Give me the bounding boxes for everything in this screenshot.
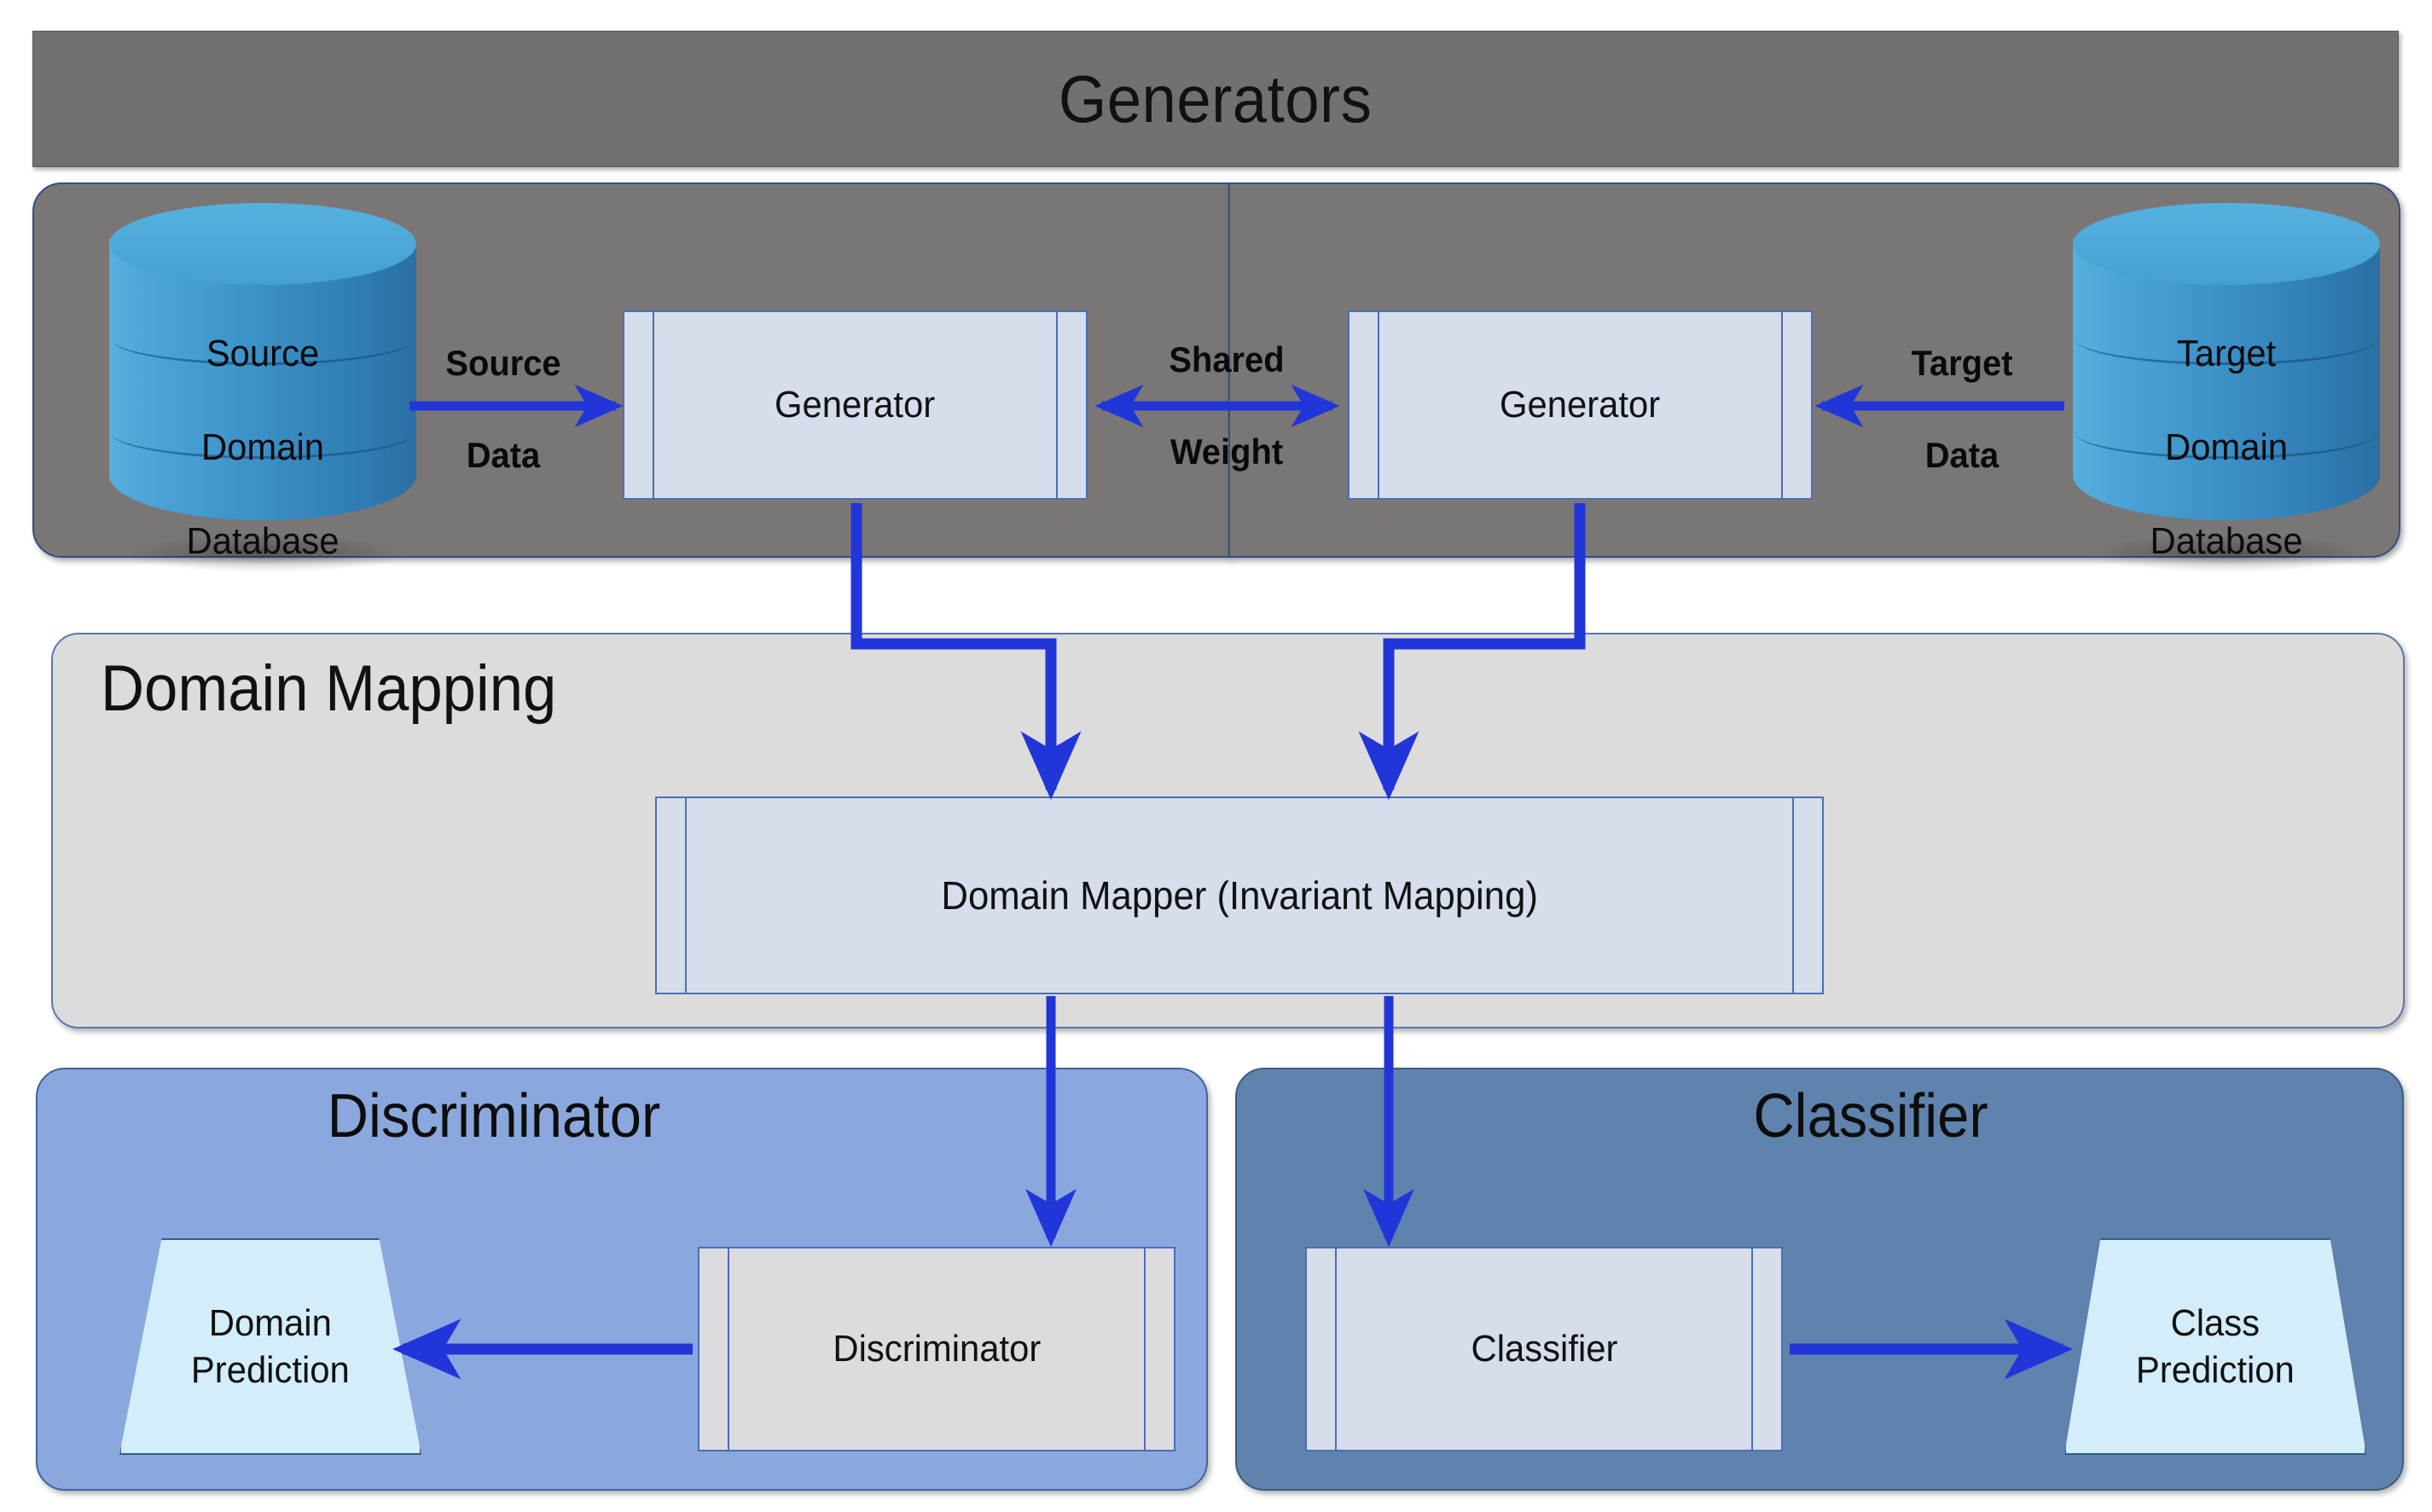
cylinder-ring-2	[111, 406, 415, 459]
source-db-segment-2: Domain	[200, 426, 325, 468]
source-database-cylinder: Source Domain Database	[109, 203, 416, 573]
discriminator-box-label: Discriminator	[833, 1328, 1041, 1370]
cylinder-ring-1	[111, 312, 415, 365]
discriminator-title: Discriminator	[327, 1082, 661, 1150]
target-data-arrow-label-line2: Data	[1924, 435, 2000, 475]
shared-weight-arrow-label-line1: Shared	[1169, 339, 1285, 379]
left-generator-box: Generator	[623, 310, 1088, 500]
domain-mapper-label: Domain Mapper (Invariant Mapping)	[941, 873, 1538, 918]
cylinder-top-ellipse	[2073, 203, 2380, 285]
cylinder-shadow	[2088, 534, 2370, 573]
source-data-arrow-label-line1: Source	[445, 343, 561, 383]
cylinder-ring-2	[2075, 406, 2378, 459]
cylinder-shadow	[125, 534, 406, 573]
target-database-cylinder: Target Domain Database	[2073, 203, 2380, 573]
source-db-segment-1: Source	[206, 333, 320, 374]
target-db-segment-1: Target	[2176, 333, 2277, 374]
shared-weight-arrow-label-line2: Weight	[1170, 432, 1284, 472]
classifier-box: Classifier	[1305, 1247, 1783, 1451]
classifier-title: Classifier	[1753, 1082, 1988, 1150]
left-generator-label: Generator	[775, 384, 936, 426]
target-data-arrow-label-line1: Target	[1911, 343, 2013, 383]
cylinder-ring-1	[2075, 312, 2378, 365]
cylinder-body	[109, 239, 416, 520]
discriminator-box: Discriminator	[698, 1247, 1175, 1451]
target-db-segment-3: Database	[2150, 520, 2303, 562]
source-db-segment-3: Database	[186, 520, 340, 562]
generators-header-banner: Generators	[32, 31, 2399, 167]
domain-mapping-title: Domain Mapping	[101, 652, 557, 725]
classifier-box-label: Classifier	[1471, 1328, 1617, 1370]
generators-title: Generators	[1059, 61, 1373, 136]
cylinder-body	[2073, 239, 2380, 520]
right-generator-label: Generator	[1500, 384, 1661, 426]
right-generator-box: Generator	[1348, 310, 1813, 500]
target-db-segment-2: Domain	[2164, 426, 2289, 468]
domain-mapper-box: Domain Mapper (Invariant Mapping)	[655, 797, 1824, 994]
source-data-arrow-label-line2: Data	[466, 435, 541, 475]
cylinder-top-ellipse	[109, 203, 416, 285]
